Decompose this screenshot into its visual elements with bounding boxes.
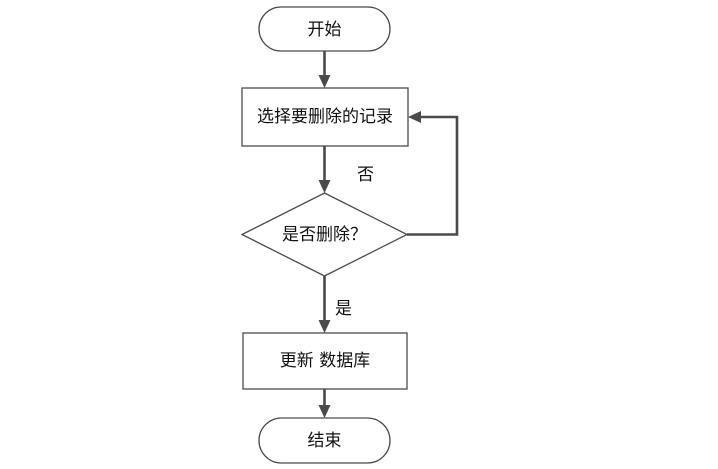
- end-node: 结束: [258, 417, 391, 464]
- edge-start-to-select: [318, 51, 331, 88]
- loop-connector-line: [407, 115, 459, 236]
- select-record-node: 选择要删除的记录: [241, 87, 409, 147]
- select-record-label: 选择要删除的记录: [257, 107, 393, 127]
- edge-update-to-end: [318, 389, 331, 418]
- decision-label: 是否删除？: [282, 225, 367, 245]
- arrowhead: [318, 180, 331, 193]
- arrowhead: [318, 75, 331, 88]
- no-branch-label: 否: [357, 165, 374, 185]
- arrowhead: [318, 405, 331, 418]
- edge-decision-no-loop: [407, 111, 459, 236]
- arrowhead: [318, 320, 331, 333]
- end-label: 结束: [308, 431, 342, 451]
- start-node: 开始: [258, 6, 391, 52]
- update-database-label: 更新 数据库: [280, 351, 370, 371]
- yes-branch-label: 是: [335, 299, 352, 319]
- edge-select-to-decision: [318, 146, 331, 193]
- update-database-node: 更新 数据库: [242, 332, 408, 390]
- edge-decision-yes: [318, 276, 331, 333]
- select-record-box: [241, 87, 409, 147]
- start-label: 开始: [308, 20, 342, 40]
- update-database-box: [242, 332, 408, 390]
- end-terminator-shape: [258, 417, 391, 464]
- arrowhead: [408, 111, 421, 123]
- decision-node: 是否删除？: [240, 192, 409, 277]
